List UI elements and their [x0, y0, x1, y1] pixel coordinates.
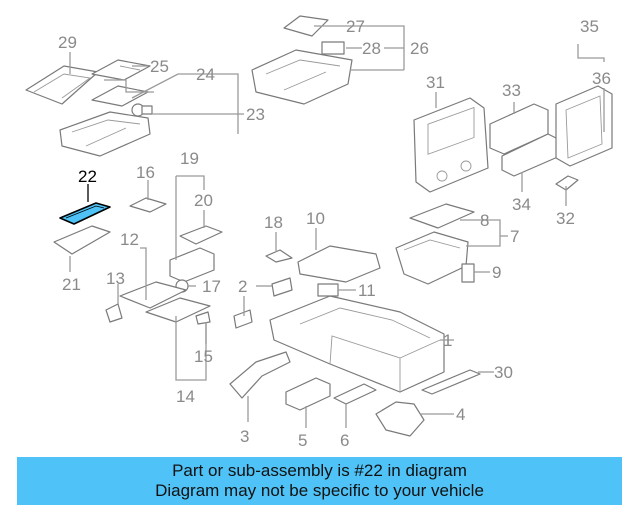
callout-19: 19 — [180, 149, 199, 168]
callout-22-highlighted: 22 — [78, 167, 97, 186]
part-22-mat-highlighted — [59, 202, 111, 225]
callout-13: 13 — [106, 269, 125, 288]
callout-16: 16 — [136, 163, 155, 182]
part-29-mat — [25, 65, 99, 105]
part-20-holder — [179, 225, 223, 245]
part-8-pad — [409, 203, 475, 229]
callout-36: 36 — [592, 69, 611, 88]
part-2-panel — [233, 277, 293, 329]
part-16-pad — [129, 197, 167, 213]
callout-5: 5 — [298, 431, 307, 450]
part-4-bracket — [375, 401, 425, 437]
callout-4: 4 — [456, 405, 465, 424]
callout-20: 20 — [194, 191, 213, 210]
callout-29: 29 — [58, 33, 77, 52]
part-35-screen — [555, 85, 613, 167]
leader-lines — [69, 25, 605, 428]
callout-21: 21 — [62, 275, 81, 294]
part-13-clip — [105, 303, 123, 323]
callout-6: 6 — [340, 431, 349, 450]
callout-24: 24 — [196, 65, 215, 84]
callout-10: 10 — [306, 209, 325, 228]
callout-30: 30 — [494, 363, 513, 382]
callout-14: 14 — [176, 387, 195, 406]
part-3-bracket — [229, 351, 291, 399]
part-28-latch — [321, 41, 345, 55]
part-11-switch — [317, 283, 339, 297]
part-23-console-lid — [59, 111, 151, 157]
callout-23: 23 — [246, 105, 265, 124]
part-6-trim — [333, 383, 377, 405]
info-banner: Part or sub-assembly is #22 in diagram D… — [17, 457, 622, 505]
part-24-tray — [91, 85, 149, 107]
part-7-bin — [395, 231, 469, 285]
part-15-clip — [195, 311, 211, 325]
callout-12: 12 — [120, 230, 139, 249]
callout-labels: 1 2 3 4 5 6 7 8 9 10 11 12 13 14 15 16 1… — [58, 17, 611, 450]
callout-11: 11 — [358, 281, 376, 300]
part-19-cupholder — [169, 247, 215, 283]
banner-line-2: Diagram may not be specific to your vehi… — [155, 481, 484, 500]
callout-31: 31 — [426, 73, 445, 92]
callout-3: 3 — [240, 427, 249, 446]
callout-28: 28 — [362, 39, 381, 58]
part-5-vent — [285, 377, 331, 411]
callout-15: 15 — [194, 347, 213, 366]
callout-27: 27 — [346, 17, 365, 36]
parts-diagram: 1 2 3 4 5 6 7 8 9 10 11 12 13 14 15 16 1… — [25, 15, 613, 450]
part-30-trim — [421, 369, 481, 395]
callout-8: 8 — [480, 211, 489, 230]
callout-26: 26 — [410, 39, 429, 58]
part-10-bracket — [297, 245, 381, 283]
callout-32: 32 — [556, 209, 575, 228]
callout-35: 35 — [580, 17, 599, 36]
callout-17: 17 — [202, 277, 221, 296]
part-23-retainer — [131, 103, 153, 117]
banner-line-1: Part or sub-assembly is #22 in diagram — [172, 461, 467, 480]
part-18-clip — [265, 249, 293, 263]
part-9-clip — [461, 263, 475, 283]
callout-2: 2 — [238, 277, 247, 296]
part-32-clip — [555, 175, 579, 191]
part-12-tray — [119, 281, 211, 323]
callout-18: 18 — [264, 213, 283, 232]
part-21-mat — [53, 225, 111, 255]
callout-9: 9 — [492, 263, 501, 282]
part-27-cover — [283, 15, 329, 37]
part-25-tray — [91, 59, 151, 81]
callout-33: 33 — [502, 81, 521, 100]
part-26-lid — [251, 49, 353, 105]
callout-1: 1 — [443, 331, 452, 350]
callout-25: 25 — [150, 57, 169, 76]
part-31-bezel — [413, 97, 489, 193]
part-1-console — [269, 295, 445, 393]
callout-7: 7 — [510, 227, 519, 246]
callout-34: 34 — [512, 195, 531, 214]
